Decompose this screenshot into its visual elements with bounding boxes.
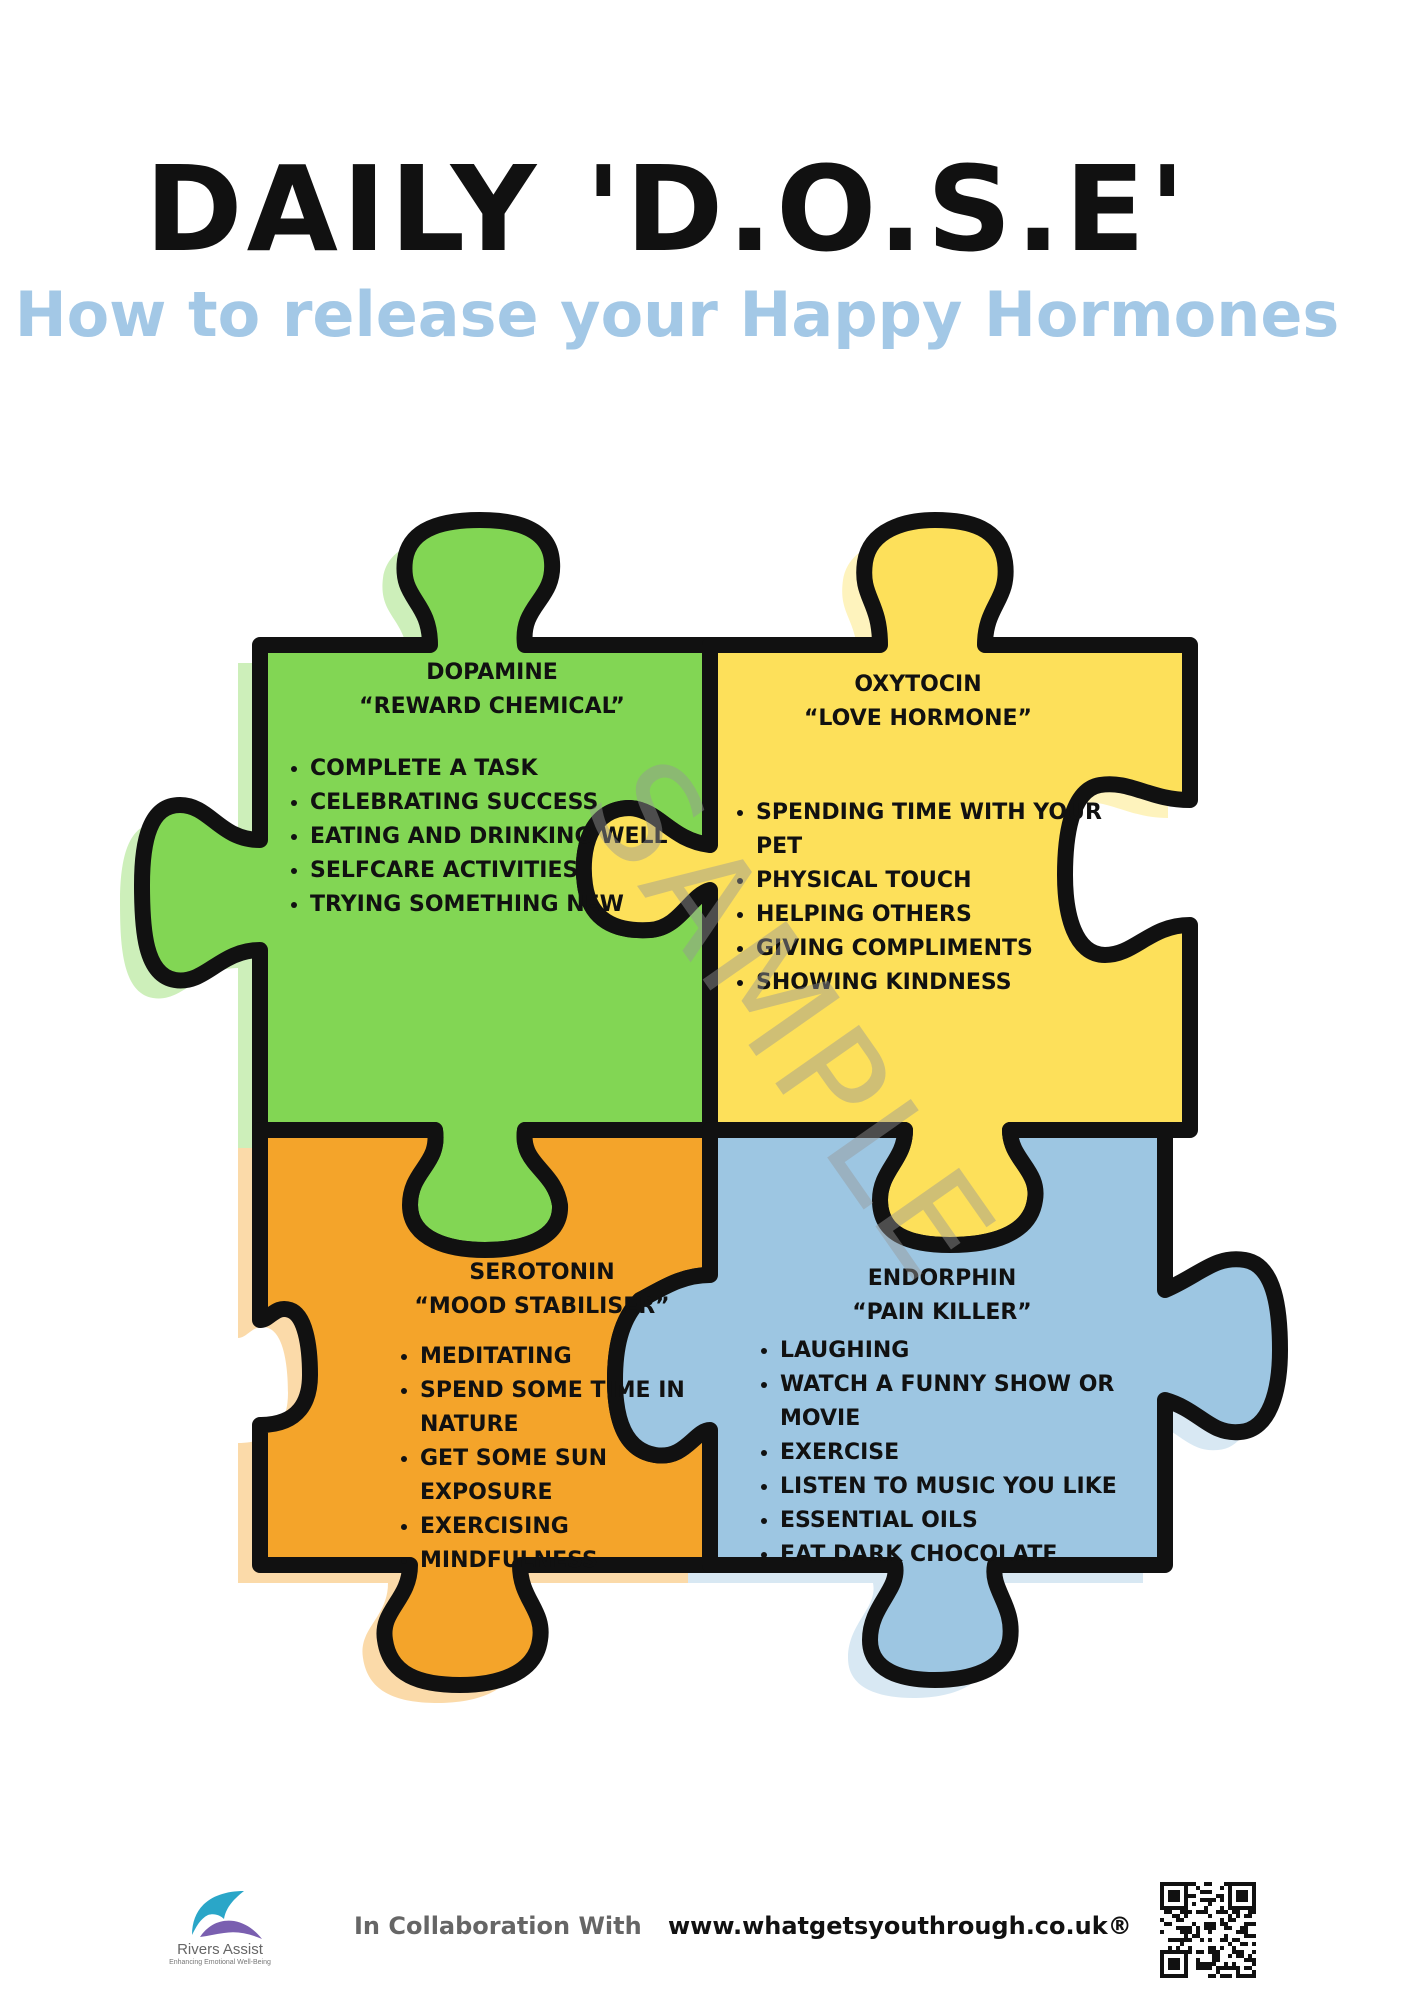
dopamine-list: COMPLETE A TASK CELEBRATING SUCCESS EATI…	[282, 752, 702, 922]
list-item: LAUGHING	[780, 1334, 1132, 1368]
collaboration-text: In Collaboration With	[354, 1912, 642, 1940]
list-item: COMPLETE A TASK	[310, 752, 702, 786]
list-item: GET SOME SUN EXPOSURE	[420, 1442, 692, 1510]
endorphin-panel: ENDORPHIN “PAIN KILLER” LAUGHING WATCH A…	[752, 1262, 1132, 1572]
list-item: EATING AND DRINKING WELL	[310, 820, 702, 854]
puzzle-piece-oxytocin	[575, 512, 1198, 1253]
oxytocin-panel: OXYTOCIN “LOVE HORMONE” SPENDING TIME WI…	[728, 668, 1108, 1000]
serotonin-name: SEROTONIN	[469, 1260, 615, 1285]
list-item: GIVING COMPLIMENTS	[756, 932, 1108, 966]
list-item: MINDFULNESS	[420, 1544, 692, 1578]
list-item: WATCH A FUNNY SHOW OR MOVIE	[780, 1368, 1132, 1436]
serotonin-list: MEDITATING SPEND SOME TIME IN NATURE GET…	[392, 1340, 692, 1578]
endorphin-name: ENDORPHIN	[867, 1266, 1017, 1291]
puzzle-piece-endorphin	[607, 1122, 1288, 1688]
dopamine-panel: DOPAMINE “REWARD CHEMICAL” COMPLETE A TA…	[282, 656, 702, 922]
list-item: EXERCISING	[420, 1510, 692, 1544]
qr-code-icon[interactable]	[1160, 1882, 1256, 1978]
dopamine-name: DOPAMINE	[426, 660, 558, 685]
list-item: ESSENTIAL OILS	[780, 1504, 1132, 1538]
endorphin-list: LAUGHING WATCH A FUNNY SHOW OR MOVIE EXE…	[752, 1334, 1132, 1572]
list-item: HELPING OTHERS	[756, 898, 1108, 932]
list-item: TRYING SOMETHING NEW	[310, 888, 702, 922]
website-url[interactable]: www.whatgetsyouthrough.co.uk®	[668, 1912, 1132, 1940]
list-item: MEDITATING	[420, 1340, 692, 1374]
list-item: SPEND SOME TIME IN NATURE	[420, 1374, 692, 1442]
list-item: SHOWING KINDNESS	[756, 966, 1108, 1000]
endorphin-nickname: “PAIN KILLER”	[852, 1300, 1032, 1325]
list-item: EAT DARK CHOCOLATE	[780, 1538, 1132, 1572]
list-item: CELEBRATING SUCCESS	[310, 786, 702, 820]
page-subtitle: How to release your Happy Hormones	[14, 278, 1340, 351]
logo-name: Rivers Assist	[177, 1941, 263, 1958]
list-item: LISTEN TO MUSIC YOU LIKE	[780, 1470, 1132, 1504]
bird-logo-icon	[192, 1891, 262, 1939]
oxytocin-name: OXYTOCIN	[854, 672, 982, 697]
list-item: SELFCARE ACTIVITIES	[310, 854, 702, 888]
rivers-assist-logo: Rivers Assist Enhancing Emotional Well-B…	[150, 1885, 290, 1975]
page-title: DAILY 'D.O.S.E'	[144, 140, 1190, 278]
oxytocin-nickname: “LOVE HORMONE”	[803, 706, 1033, 731]
list-item: EXERCISE	[780, 1436, 1132, 1470]
logo-tagline: Enhancing Emotional Well-Being	[169, 1959, 271, 1966]
serotonin-panel: SEROTONIN “MOOD STABILISER” MEDITATING S…	[392, 1256, 692, 1578]
dopamine-nickname: “REWARD CHEMICAL”	[359, 694, 625, 719]
list-item: SPENDING TIME WITH YOUR PET	[756, 796, 1108, 864]
list-item: PHYSICAL TOUCH	[756, 864, 1108, 898]
serotonin-nickname: “MOOD STABILISER”	[414, 1294, 670, 1319]
oxytocin-list: SPENDING TIME WITH YOUR PET PHYSICAL TOU…	[728, 796, 1108, 1000]
